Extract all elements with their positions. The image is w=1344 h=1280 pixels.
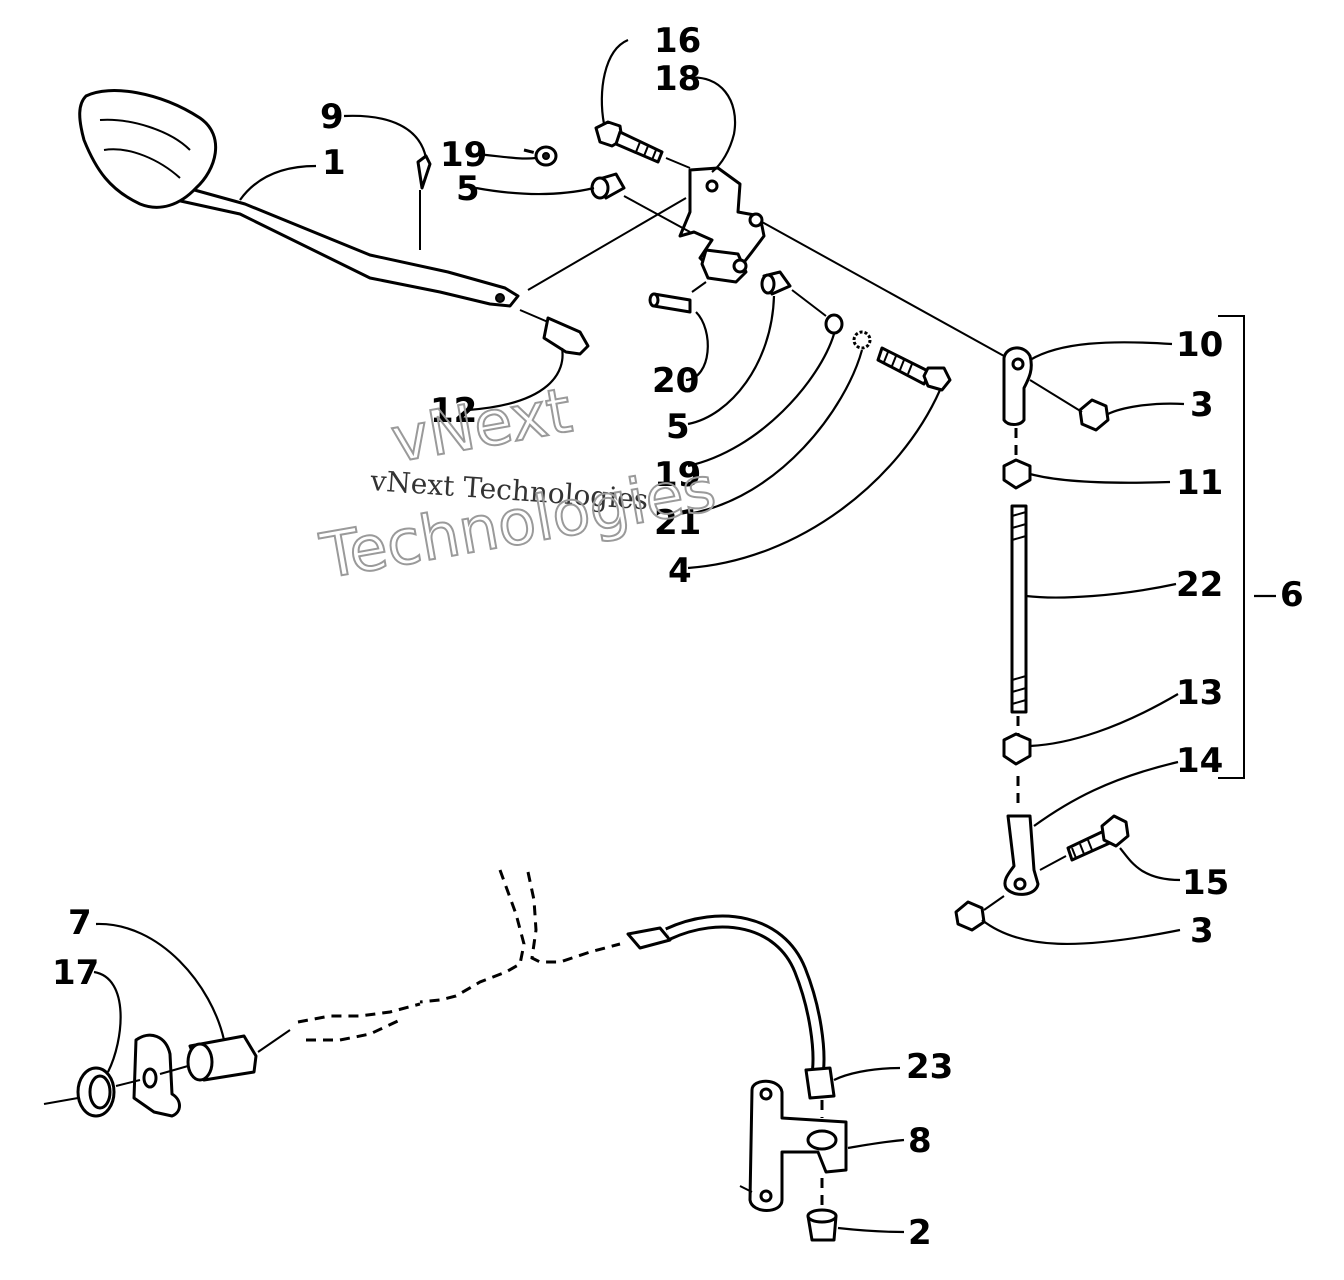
callout-2: 2 bbox=[908, 1213, 932, 1253]
callout-16: 16 bbox=[654, 21, 701, 61]
callout-8: 8 bbox=[908, 1121, 932, 1161]
axis-bracket-rod-end bbox=[761, 221, 1005, 357]
assembly-bracket bbox=[1218, 315, 1245, 779]
callout-10: 10 bbox=[1176, 325, 1223, 365]
washer-lower bbox=[824, 313, 844, 335]
clevis-pin bbox=[519, 309, 590, 356]
callout-17: 17 bbox=[52, 953, 99, 993]
callout-4: 4 bbox=[668, 551, 692, 591]
axis-bezel-panel bbox=[115, 1079, 141, 1087]
cable-dashed-harness bbox=[297, 869, 621, 1042]
axis-bezel bbox=[43, 1097, 79, 1105]
callout-22: 22 bbox=[1176, 565, 1223, 605]
callout-3-lower: 3 bbox=[1190, 911, 1214, 951]
dash-panel bbox=[132, 1033, 181, 1118]
shift-lever bbox=[78, 89, 520, 308]
lock-washer bbox=[852, 330, 872, 350]
nut-upper-right bbox=[1078, 398, 1110, 432]
pivot-bracket bbox=[678, 166, 766, 284]
jam-nut-lower bbox=[1002, 732, 1032, 766]
axis-nut-rod-end bbox=[1029, 379, 1083, 413]
callout-5-top: 5 bbox=[456, 169, 480, 209]
switch-bezel bbox=[76, 1066, 116, 1118]
callout-11: 11 bbox=[1176, 463, 1223, 503]
cable-solid bbox=[626, 914, 826, 1071]
callout-20: 20 bbox=[652, 361, 699, 401]
ignition-switch bbox=[186, 1029, 291, 1082]
switch-nut bbox=[806, 1208, 838, 1242]
cotter-pin bbox=[416, 154, 432, 250]
switch-mount-bracket bbox=[739, 1079, 848, 1212]
assembly-axis-lever bbox=[527, 197, 687, 291]
axis-washer-bushing bbox=[523, 148, 541, 156]
watermark-big-line-1: vNext bbox=[386, 373, 577, 476]
rod-end-bolt bbox=[1039, 814, 1130, 871]
pivot-bolt bbox=[876, 346, 952, 392]
bushing-lower bbox=[760, 270, 792, 296]
rod-end-lower bbox=[1003, 814, 1040, 896]
watermark: vNext Technologies vNext Technologies bbox=[314, 372, 722, 594]
nut-lower-left bbox=[954, 895, 1005, 932]
callout-23: 23 bbox=[906, 1047, 953, 1087]
callout-9: 9 bbox=[320, 97, 344, 137]
callout-21: 21 bbox=[654, 503, 701, 543]
cable-connector bbox=[804, 1066, 836, 1118]
leader-lines bbox=[93, 38, 1276, 1234]
callout-7: 7 bbox=[68, 903, 92, 943]
callout-18: 18 bbox=[654, 59, 701, 99]
callout-12: 12 bbox=[430, 391, 477, 431]
threaded-rod bbox=[1010, 504, 1028, 714]
rod-end-upper bbox=[1002, 346, 1033, 426]
axis-bushing-bracket bbox=[623, 195, 691, 233]
callout-6: 6 bbox=[1280, 575, 1304, 615]
axis-panel-switch bbox=[159, 1065, 189, 1075]
bracket-bolt bbox=[594, 120, 691, 169]
axis-bushing-washer bbox=[791, 289, 827, 317]
callout-19-lower: 19 bbox=[654, 455, 701, 495]
callout-3-upper: 3 bbox=[1190, 385, 1214, 425]
jam-nut-upper bbox=[1002, 458, 1032, 490]
callout-1: 1 bbox=[322, 143, 346, 183]
callout-13: 13 bbox=[1176, 673, 1223, 713]
callout-14: 14 bbox=[1176, 741, 1223, 781]
callout-19-top: 19 bbox=[440, 135, 487, 175]
callout-15: 15 bbox=[1182, 863, 1229, 903]
callout-5-lower: 5 bbox=[666, 407, 690, 447]
roll-pin bbox=[648, 281, 707, 314]
washer-top bbox=[534, 145, 558, 167]
callout-labels: 1 9 19 5 16 18 20 5 19 21 4 12 10 3 11 2… bbox=[52, 21, 1304, 1253]
bushing-top bbox=[590, 172, 626, 200]
